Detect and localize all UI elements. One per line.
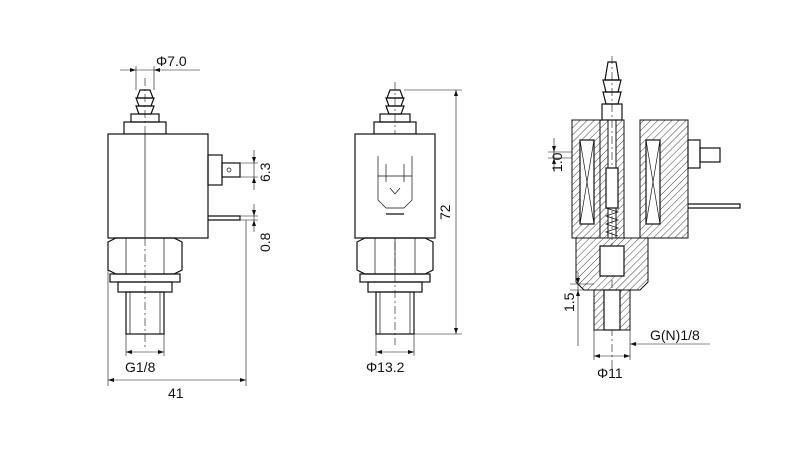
dim-phi-13-2: Φ13.2 bbox=[366, 359, 405, 375]
front-view: Φ7.0 6.3 0.8 G1/8 41 bbox=[107, 53, 273, 401]
dim-width-41: 41 bbox=[168, 385, 184, 401]
side-view: 72 Φ13.2 bbox=[354, 82, 462, 375]
dim-1-5: 1.5 bbox=[561, 292, 577, 312]
dim-1-0: 1.0 bbox=[549, 152, 565, 172]
dim-6-3: 6.3 bbox=[257, 162, 273, 182]
dim-0-8: 0.8 bbox=[257, 232, 273, 252]
dim-height-72: 72 bbox=[437, 204, 453, 220]
dim-thread-gn-1-8: G(N)1/8 bbox=[650, 327, 700, 343]
dim-phi-7: Φ7.0 bbox=[156, 53, 187, 69]
dim-thread-g1-8: G1/8 bbox=[125, 359, 156, 375]
section-view: 1.0 1.5 G(N)1/8 Φ11 bbox=[548, 56, 741, 381]
dim-phi-11: Φ11 bbox=[597, 365, 623, 381]
